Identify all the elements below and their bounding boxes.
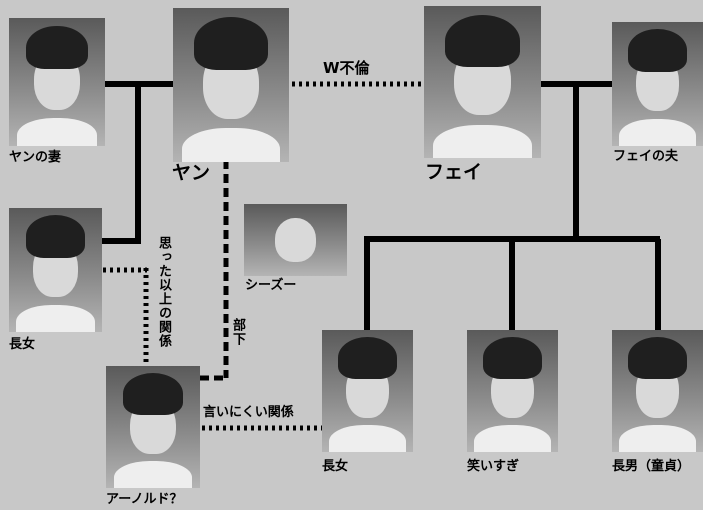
photo-fei-husband bbox=[612, 22, 703, 146]
photo-fei bbox=[424, 6, 541, 158]
photo-chonan bbox=[612, 330, 703, 452]
photo-shih-tzu bbox=[244, 204, 347, 276]
photo-yan bbox=[173, 8, 289, 162]
label-fei: フェイ bbox=[425, 161, 483, 183]
photo-arnold bbox=[106, 366, 200, 488]
label-w-affair: W不倫 bbox=[323, 59, 370, 77]
label-waraisugi: 笑いすぎ bbox=[467, 459, 520, 474]
label-chojo-center: 長女 bbox=[322, 459, 349, 474]
label-hard-to-say: 言いにくい関係 bbox=[203, 405, 294, 420]
label-fei-husband: フェイの夫 bbox=[613, 149, 679, 164]
label-subordinate: 部下 bbox=[230, 318, 245, 346]
label-chojo-left: 長女 bbox=[9, 337, 36, 352]
label-arnold: アーノルド？ bbox=[106, 492, 183, 507]
label-shih-tzu: シーズー bbox=[245, 278, 297, 293]
label-chonan: 長男（童貞） bbox=[612, 459, 691, 474]
label-yan-wife: ヤンの妻 bbox=[9, 150, 62, 165]
photo-yan-wife bbox=[9, 18, 105, 146]
label-more-than-expected: 思った以上の関係 bbox=[156, 236, 171, 348]
label-yan: ヤン bbox=[172, 162, 211, 184]
photo-chojo-center bbox=[322, 330, 413, 452]
photo-chojo-left bbox=[9, 208, 102, 332]
photo-waraisugi bbox=[467, 330, 558, 452]
